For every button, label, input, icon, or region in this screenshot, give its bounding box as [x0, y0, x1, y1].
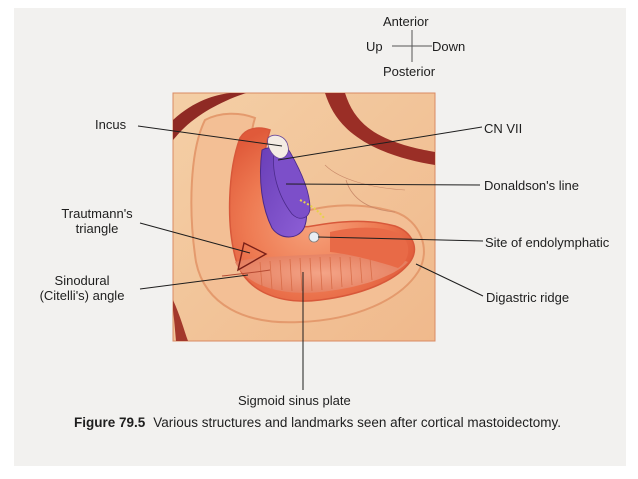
- label-trautmanns-line1: Trautmann's: [61, 206, 133, 221]
- orientation-down: Down: [432, 39, 466, 54]
- label-donaldsons-line: Donaldson's line: [484, 178, 579, 193]
- label-sigmoid-sinus-plate: Sigmoid sinus plate: [238, 393, 351, 408]
- label-digastric-ridge: Digastric ridge: [486, 290, 570, 305]
- label-cn-vii: CN VII: [484, 121, 523, 136]
- orientation-posterior: Posterior: [383, 64, 436, 79]
- orientation-compass: [392, 30, 432, 62]
- figure-number: Figure 79.5: [74, 415, 146, 430]
- label-sinodural-line1: Sinodural: [54, 273, 110, 288]
- figure-caption-text: Various structures and landmarks seen af…: [153, 415, 561, 430]
- figure-caption: Figure 79.5 Various structures and landma…: [74, 415, 561, 430]
- label-sinodural-line2: (Citelli's) angle: [39, 288, 125, 303]
- label-sinodural-angle: Sinodural (Citelli's) angle: [23, 273, 141, 303]
- label-trautmanns-triangle: Trautmann's triangle: [52, 206, 142, 236]
- orientation-up: Up: [366, 39, 383, 54]
- leader-lines: [137, 125, 484, 390]
- label-incus: Incus: [95, 117, 127, 132]
- label-site-of-endolymphatic: Site of endolymphatic: [485, 235, 610, 250]
- mastoid-cavity-drawing: [172, 92, 436, 342]
- orientation-anterior: Anterior: [383, 14, 429, 29]
- label-trautmanns-line2: triangle: [75, 221, 119, 236]
